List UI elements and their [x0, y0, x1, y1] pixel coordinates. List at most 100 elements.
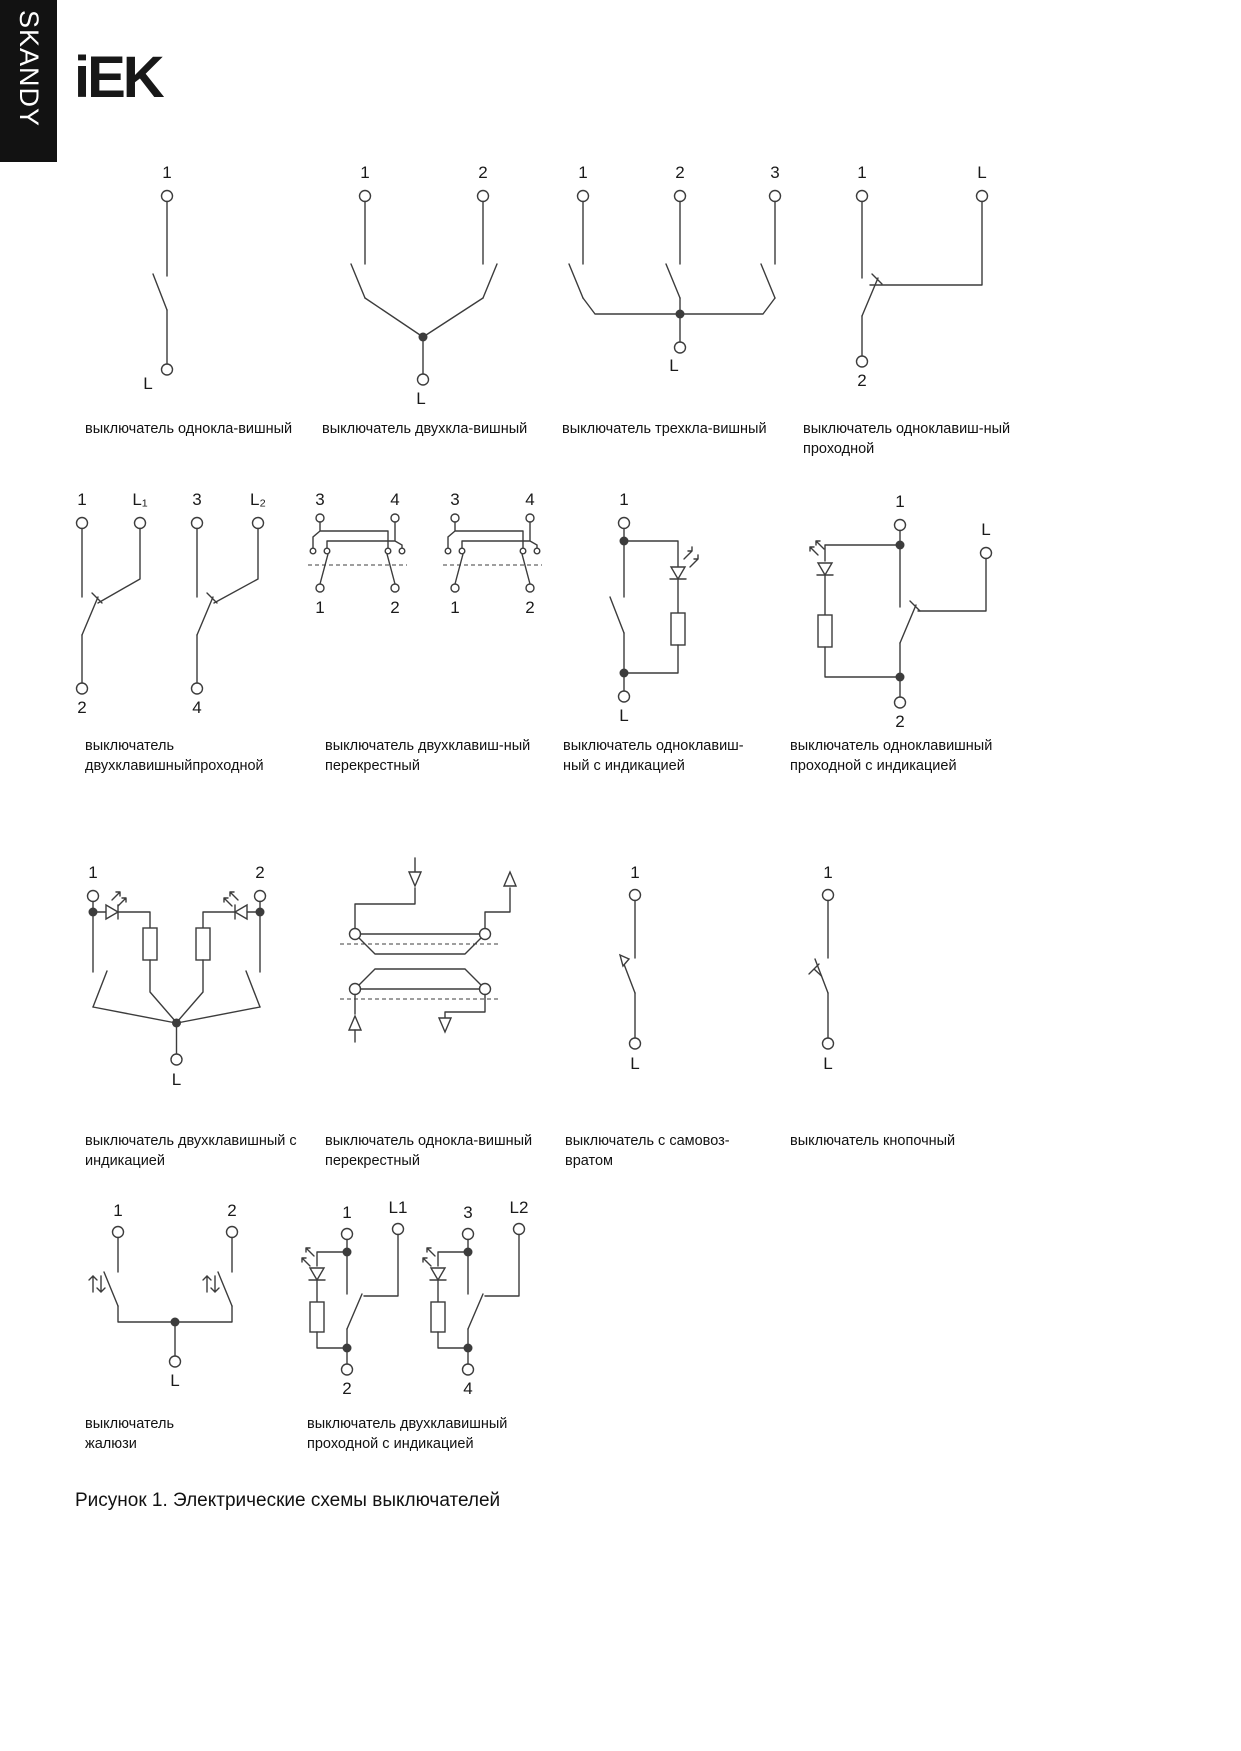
- terminal-label: 2: [77, 698, 86, 717]
- terminal: [617, 516, 631, 530]
- led-symbol: [308, 1267, 326, 1282]
- diagram-one-gang-switch: 1 L: [85, 156, 250, 406]
- caption-line: выключатель: [85, 1416, 175, 1432]
- brand-sidebar: SKANDY: [0, 0, 57, 162]
- contact: [519, 547, 527, 555]
- terminal: [160, 363, 174, 376]
- caption-line: выключатель одноклавиш-: [563, 738, 744, 754]
- led-emission-arrows: [809, 540, 825, 556]
- switch-blade: [609, 596, 625, 634]
- terminal-label: 1: [619, 490, 628, 509]
- wire: [326, 521, 403, 549]
- diagram-two-gang-two-way-switch: 1 L₁ 3 L₂ 2 4: [58, 483, 278, 728]
- wire: [429, 1279, 447, 1303]
- terminal: [75, 682, 89, 695]
- caption-line: выключатель одноклавишный: [790, 738, 993, 754]
- caption-line: выключатель двухклавишный с: [85, 1133, 297, 1149]
- terminal: [358, 189, 372, 203]
- led-emission-arrows: [223, 891, 239, 907]
- caption-line: жалюзи: [85, 1435, 137, 1452]
- terminal-label: 3: [450, 490, 459, 509]
- terminal-label: L: [981, 520, 990, 539]
- terminal: [512, 1222, 526, 1236]
- diagram-two-gang-intermediate-switch: 3 4 1 2 3 4: [300, 485, 560, 635]
- led-emission-arrows: [301, 1247, 315, 1267]
- wire: [623, 644, 679, 674]
- terminal: [821, 888, 835, 902]
- up-down-arrows: [88, 1275, 106, 1293]
- terminal: [461, 1227, 475, 1241]
- terminal-label: 1: [360, 163, 369, 182]
- terminal-label: 1: [342, 1203, 351, 1222]
- terminal: [111, 1225, 125, 1239]
- wire: [364, 200, 484, 265]
- caption-one-gang-two-way-switch: выключатель одноклавиш-ный проходной: [803, 420, 1010, 459]
- wire: [669, 578, 687, 614]
- terminal-label: 1: [895, 492, 904, 511]
- led-emission-arrows: [422, 1247, 436, 1267]
- terminal: [617, 690, 631, 703]
- terminal: [821, 1037, 835, 1050]
- caption-line: индикацией: [85, 1152, 165, 1169]
- wire: [461, 521, 538, 549]
- up-down-arrows: [202, 1275, 220, 1293]
- led-symbol: [816, 562, 834, 577]
- contact: [458, 547, 466, 555]
- terminal-label: 2: [342, 1379, 351, 1398]
- junction-dot: [675, 309, 685, 319]
- wire: [117, 1305, 233, 1357]
- terminal: [315, 513, 325, 523]
- contact: [398, 547, 406, 555]
- caption-one-gang-intermediate-switch: выключатель однокла-вишный перекрестный: [325, 1132, 532, 1171]
- wire: [316, 1251, 348, 1267]
- wire: [354, 887, 416, 929]
- terminal-label: 2: [255, 863, 264, 882]
- terminal-label: 3: [463, 1203, 472, 1222]
- terminal: [525, 513, 535, 523]
- terminal-label: L: [619, 706, 628, 725]
- arrow-down-icon: [437, 1017, 453, 1034]
- terminal-label: 1: [857, 163, 866, 182]
- wire: [358, 937, 482, 955]
- terminal-label: L: [172, 1070, 181, 1089]
- terminal-label: 4: [525, 490, 534, 509]
- diagram-push-button-switch: 1 L: [795, 850, 870, 1110]
- resistor-symbol: [817, 614, 833, 648]
- terminal: [673, 189, 687, 203]
- caption-momentary-switch: выключатель с самовоз- вратом: [565, 1132, 730, 1171]
- switch-blade: [81, 592, 103, 636]
- terminal-label: 3: [315, 490, 324, 509]
- wire: [582, 297, 776, 343]
- terminal: [315, 583, 325, 593]
- switch-blade: [196, 592, 218, 636]
- caption-one-gang-two-way-switch-with-indicator: выключатель одноклавишный проходной с ин…: [790, 737, 992, 776]
- diagram-two-gang-switch-with-indicator: 1 2 L: [70, 852, 285, 1117]
- caption-line: выключатель однокла-вишный: [325, 1133, 533, 1149]
- caption-line: выключатель одноклавиш-ный: [803, 421, 1011, 437]
- caption-line: выключатель двухклавиш-ный: [325, 738, 531, 754]
- arrow-down-icon: [407, 871, 423, 888]
- led-emission-arrows: [111, 891, 127, 907]
- terminal-label: 1: [630, 863, 639, 882]
- led-symbol: [669, 566, 687, 581]
- terminal-label: 4: [463, 1379, 472, 1398]
- switch-blade: [346, 1293, 363, 1330]
- terminal: [416, 373, 430, 386]
- resistor-symbol: [309, 1301, 325, 1333]
- terminal-label: 1: [450, 598, 459, 617]
- terminal-label: 3: [770, 163, 779, 182]
- terminal: [75, 516, 89, 530]
- wire: [917, 557, 987, 612]
- wire: [316, 1331, 348, 1349]
- contact: [533, 547, 541, 555]
- switch-blade: [103, 1271, 233, 1307]
- terminal-label: L: [669, 356, 678, 375]
- terminal: [576, 189, 590, 203]
- terminal: [768, 189, 782, 203]
- figure-caption: Рисунок 1. Электрические схемы выключате…: [75, 1490, 501, 1511]
- wire: [308, 1279, 326, 1303]
- terminal: [340, 1363, 354, 1376]
- terminal: [391, 1222, 405, 1236]
- resistor-symbol: [195, 927, 211, 961]
